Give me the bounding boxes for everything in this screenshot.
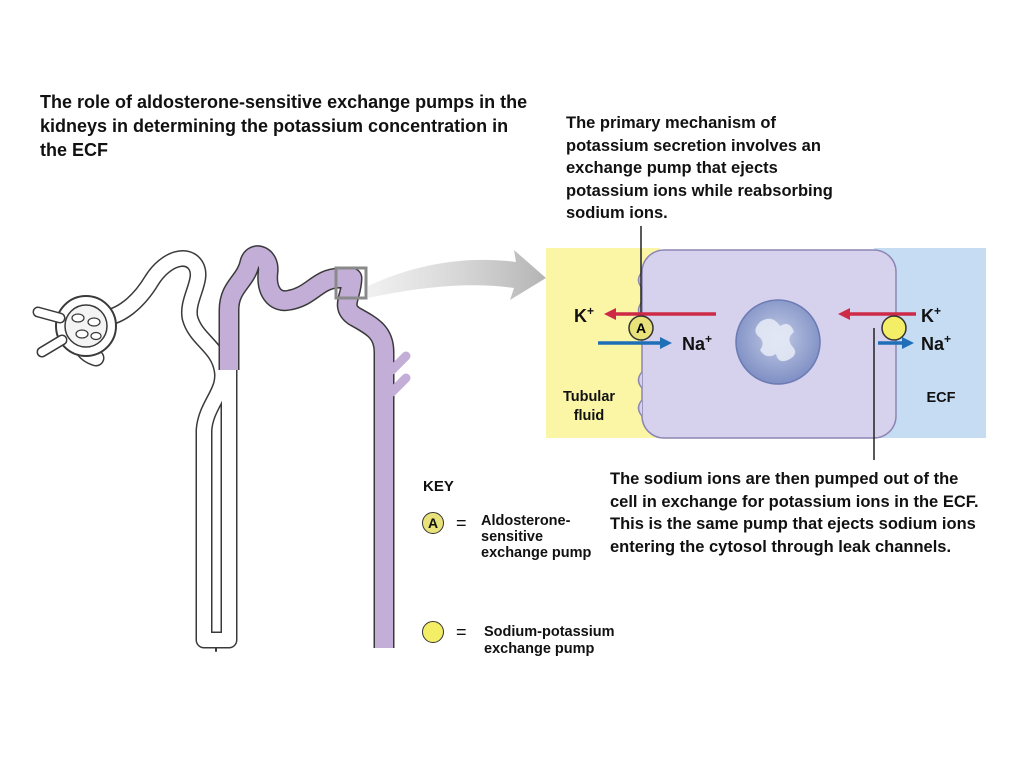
tubule-highlight-box (334, 266, 368, 300)
aldosterone-pump-letter: A (636, 320, 646, 336)
key-title: KEY (423, 478, 454, 495)
na-reabsorption-arrowhead (660, 337, 672, 349)
key-sodium-pump-badge (422, 621, 444, 643)
cell-nucleus (735, 299, 821, 385)
sodium-potassium-pump (881, 315, 907, 341)
key-equals-b: = (456, 622, 467, 642)
right-k-label: K+ (921, 304, 941, 326)
key-sodium-pump-label: Sodium-potassium exchange pump (484, 624, 615, 657)
left-na-label: Na+ (682, 332, 712, 354)
k-uptake-arrowhead (838, 308, 850, 320)
key-aldosterone-label: Aldosterone-sensitive exchange pump (481, 513, 592, 561)
key-aldosterone-badge: A (422, 512, 444, 534)
note-sodium-pump: The sodium ions are then pumped out of t… (610, 470, 979, 556)
tubular-fluid-label-1: Tubular (563, 389, 615, 405)
diagram-title: The role of aldosterone-sensitive exchan… (40, 92, 528, 160)
magnify-arrow (368, 250, 546, 300)
right-na-label: Na+ (921, 332, 951, 354)
na-export-arrowhead (902, 337, 914, 349)
k-secretion-arrowhead (604, 308, 616, 320)
ecf-label: ECF (927, 390, 956, 406)
nephron-purple-tubule (218, 245, 411, 648)
tubular-fluid-label-2: fluid (574, 408, 605, 424)
glomerulus (32, 295, 117, 358)
key-equals-a: = (456, 513, 467, 533)
left-k-label: K+ (574, 304, 594, 326)
note-primary-mechanism: The primary mechanism of potassium secre… (566, 114, 833, 222)
aldosterone-pump: A (628, 315, 654, 341)
